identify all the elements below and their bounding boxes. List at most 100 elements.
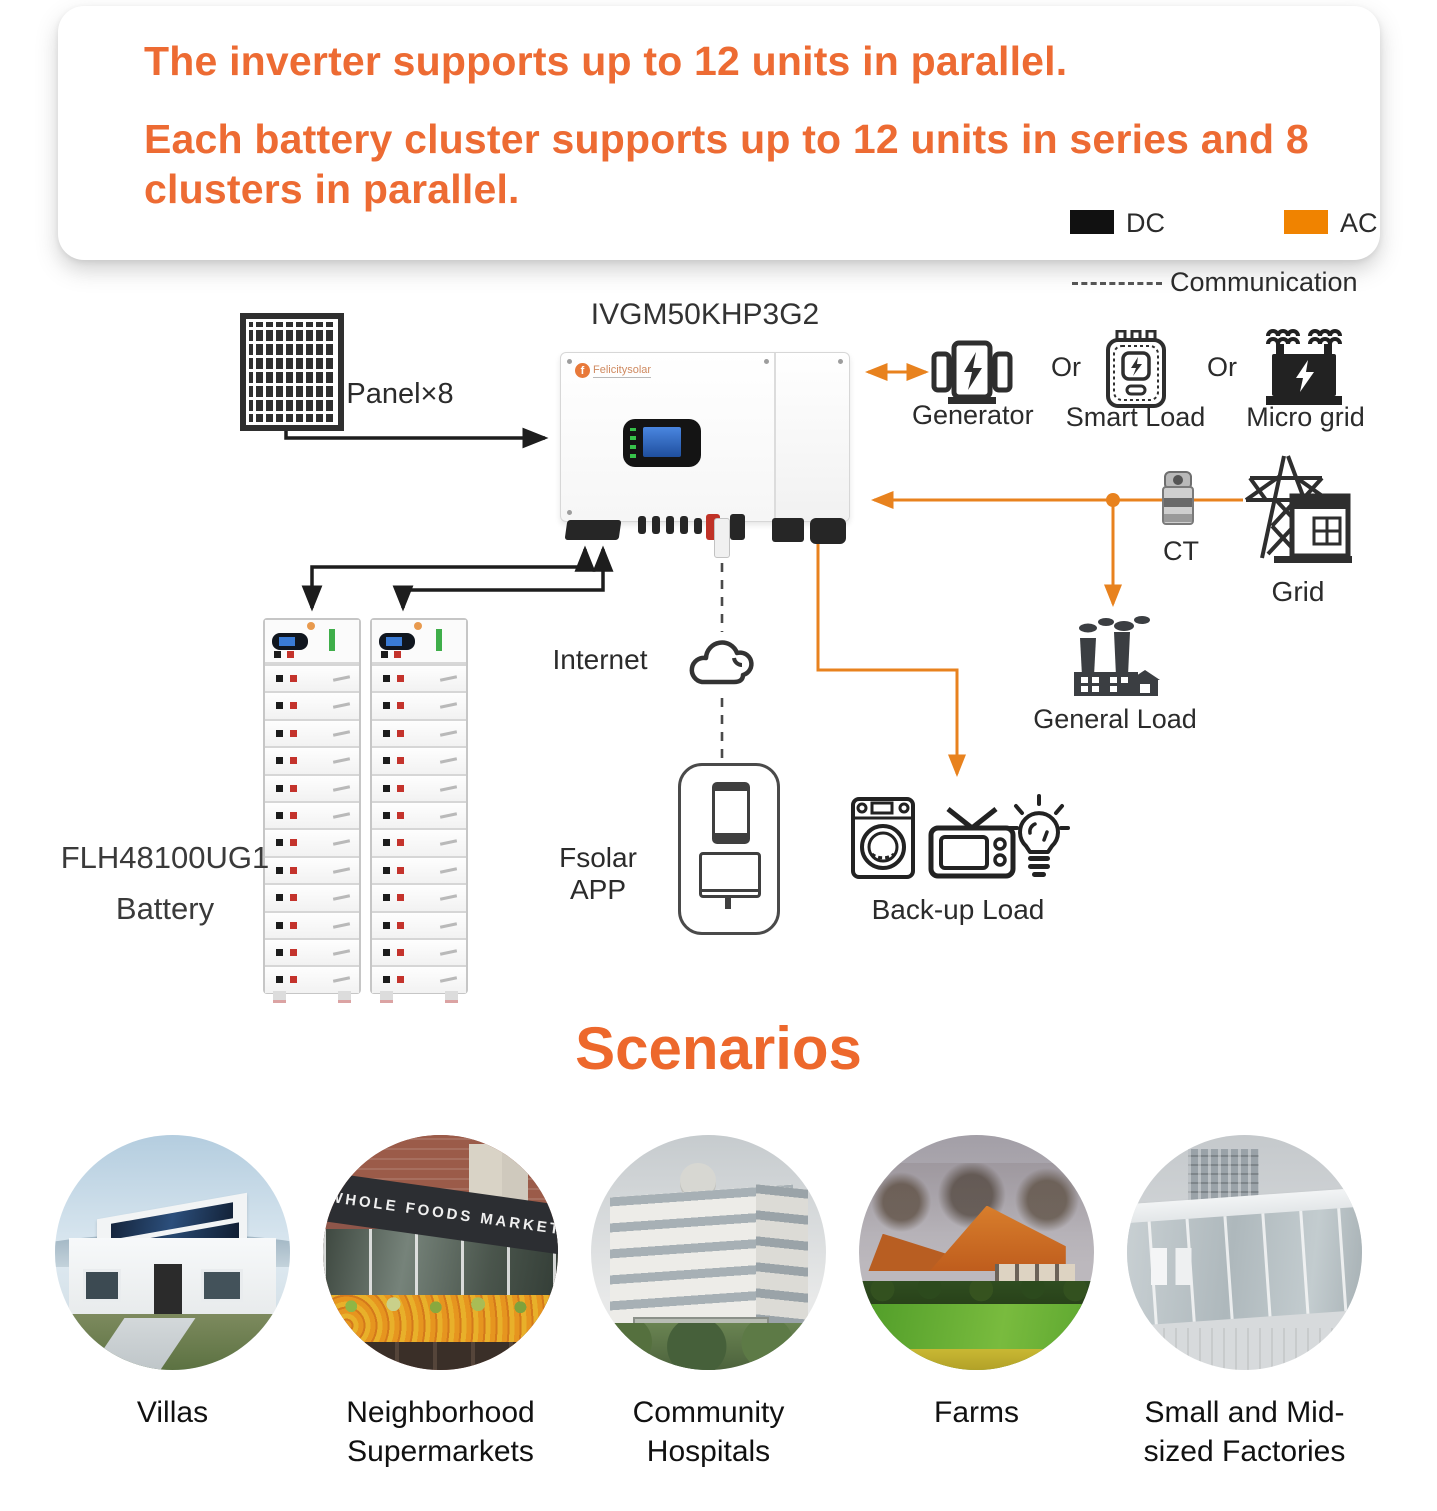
v-win1 [83,1268,121,1302]
mc4-connector [638,516,646,534]
battery-module [265,937,359,966]
h-side [755,1183,808,1331]
inverter-lcd [643,427,681,457]
communication-legend-label: Communication [1170,267,1358,297]
v-door [153,1264,182,1314]
fa-ground [1127,1327,1362,1370]
screw [838,359,843,364]
battery-module [372,773,466,801]
battery-module [265,718,359,747]
scenario-image-farm [859,1135,1094,1370]
mc4-connector [666,516,674,534]
fa-units [1150,1247,1212,1286]
communication-legend-line [1072,282,1162,285]
smart-load-label: Smart Load [1065,402,1206,432]
ac-legend-swatch [1284,210,1328,234]
header-line-1: The inverter supports up to 12 units in … [144,38,1068,84]
scenario-label: Community Hospitals [632,1396,785,1468]
battery-word: Battery [115,891,215,927]
wire-inverter-battery-2 [392,545,614,612]
scenarios-title: Scenarios [575,1015,862,1082]
black-connector [730,514,745,540]
inverter-display [623,419,701,467]
battery-module [372,664,466,692]
rack-foot [338,991,351,1003]
screw [764,359,769,364]
battery-rack-2 [370,618,468,1003]
battery-module [265,828,359,856]
battery-module [372,855,466,884]
battery-rack-1 [263,618,361,1003]
battery-module [265,746,359,774]
fsolar-app-icon [678,763,780,935]
scenario-image-villa [55,1135,290,1370]
battery-module [265,691,359,719]
header-line-2: Each battery cluster supports up to 12 u… [144,116,1309,213]
battery-module [372,828,466,856]
smart-load-icon [1106,330,1166,408]
h-trees [591,1323,826,1370]
scenario-label: Villas [136,1396,209,1429]
internet-label: Internet [552,644,648,675]
battery-module [265,800,359,829]
micro-grid-icon [1266,329,1342,405]
battery-module [265,910,359,938]
rack-foot [380,991,393,1003]
screw [567,359,572,364]
internet-cloud-icon [689,640,754,685]
battery-module [372,937,466,966]
v-win2 [200,1268,243,1302]
or-text-2: Or [1207,352,1237,382]
rack-foot [445,991,458,1003]
battery-module [265,664,359,692]
battery-control-module [265,620,359,664]
brand-icon: f [575,363,590,378]
m-winup [468,1144,502,1197]
solar-panel-icon [240,313,344,431]
generator-icon [931,340,1013,404]
battery-module [372,965,466,993]
scenario-label: Neighborhood Supermarkets [346,1396,535,1468]
scenario-label: Small and Mid- sized Factories [1143,1396,1346,1468]
washing-machine-icon [851,797,915,879]
scenario-image-hospital [591,1135,826,1370]
scenario-image-market: WHOLE FOODS MARKET [323,1135,558,1370]
inverter-leds [630,428,636,458]
scenario-image-factory [1127,1135,1362,1370]
inverter-brand-logo: f Felicitysolar [575,363,652,378]
ac-legend-label: AC [1340,208,1378,238]
general-load-label: General Load [1033,704,1197,734]
grid-label: Grid [1271,576,1325,607]
battery-label: FLH48100UG1 Battery [40,832,290,934]
fsolar-app-label: Fsolar APP [559,842,637,905]
inverter-right-panel [774,353,849,521]
battery-module [265,855,359,884]
m-crates [323,1341,558,1370]
tv-icon [928,807,1016,879]
mc4-connector [694,518,702,534]
scenario-label: Farms [934,1396,1019,1429]
mc4-connector [680,516,688,534]
micro-grid-label: Micro grid [1246,402,1365,432]
battery-module [372,691,466,719]
m-produce [323,1294,558,1347]
screw [567,510,572,515]
grid-icon [1244,455,1352,563]
wifi-stick [714,518,730,558]
battery-control-module [372,620,466,664]
general-load-icon [1074,616,1160,696]
battery-module [265,773,359,801]
battery-model: FLH48100UG1 [60,840,270,875]
battery-module [265,883,359,911]
mc4-connector [652,516,660,534]
phone-icon [712,782,750,844]
battery-module [372,883,466,911]
battery-module [372,800,466,829]
or-text-1: Or [1051,352,1081,382]
monitor-icon [699,852,761,909]
battery-module [372,910,466,938]
f-hedge [859,1280,1094,1309]
rack-foot [273,991,286,1003]
wire-inverter-battery-1 [301,545,596,612]
